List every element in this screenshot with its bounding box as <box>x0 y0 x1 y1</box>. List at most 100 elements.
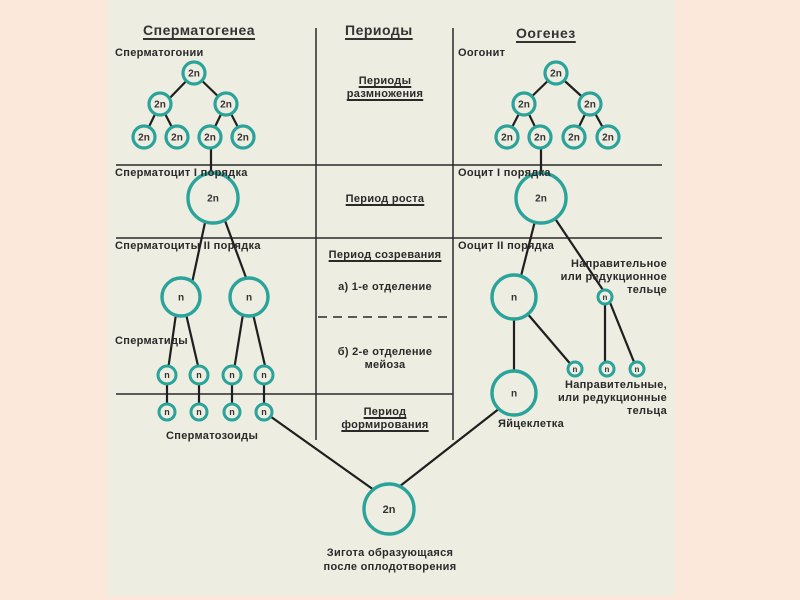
cell-ring <box>490 273 538 321</box>
ploidy-label: 2n <box>188 69 200 80</box>
ploidy-label: n <box>605 365 610 374</box>
period-second-division-line2: мейоза <box>364 359 406 371</box>
cell-ring <box>164 124 190 150</box>
lineage-line <box>190 217 208 284</box>
ploidy-label: n <box>164 407 170 417</box>
ploidy-label: 2n <box>237 133 249 144</box>
cell-ring <box>221 364 243 386</box>
period-second-division-line1: б) 2-е отделение <box>337 346 433 358</box>
spermatogonium: 2n <box>164 124 190 150</box>
cell-ring <box>490 369 538 417</box>
cell-ring <box>598 360 616 378</box>
cell-ring <box>362 482 416 536</box>
polar-body: n <box>598 360 616 378</box>
polar-body: n <box>566 360 584 378</box>
polar-body: n <box>628 360 646 378</box>
oogonium: 2n <box>511 91 537 117</box>
cell-ring <box>577 91 603 117</box>
label-zygote-line1: Зигота образующаяся <box>326 547 454 559</box>
cell-ring <box>131 124 157 150</box>
ploidy-label: 2n <box>550 69 562 80</box>
ploidy-label: 2n <box>220 100 232 111</box>
label-polar-body: Направительное или редукционное тельце <box>540 258 667 297</box>
cell-ring <box>222 402 242 422</box>
cell-ring <box>596 288 614 306</box>
spermatogonium: 2n <box>181 60 207 86</box>
ploidy-label: 2n <box>138 133 150 144</box>
cells: 2n 2n 2n 2n 2n 2n 2n 2n n n n n n n n n n n 2n 2n 2n 2n 2n 2n 2n… <box>131 60 646 536</box>
period-maturation: Период созревания <box>328 249 442 261</box>
lineage-line <box>525 311 574 368</box>
label-spermatocyte-1: Сперматоцит I порядка <box>115 167 248 179</box>
ploidy-label: 2n <box>535 194 547 205</box>
spermatogonium: 2n <box>197 124 223 150</box>
label-zygote: Зигота образующаяся после оплодотворения <box>300 546 480 574</box>
oogonium: 2n <box>577 91 603 117</box>
label-polar-bodies-line1: Направительные, <box>564 379 667 391</box>
ploidy-label: n <box>229 407 235 417</box>
cell-ring <box>527 124 553 150</box>
ploidy-label: n <box>261 407 267 417</box>
spermatid: n <box>221 364 243 386</box>
spermatocyte-2: n <box>228 276 270 318</box>
label-polar-body-line1: Направительное <box>570 258 667 270</box>
label-polar-body-line2: или редукционное <box>560 271 667 283</box>
oogonium: 2n <box>543 60 569 86</box>
ploidy-label: n <box>164 370 170 380</box>
ploidy-label: 2n <box>383 504 396 516</box>
oocyte-2: n <box>490 273 538 321</box>
cell-ring <box>230 124 256 150</box>
label-oocyte-1: Ооцит I порядка <box>458 167 551 179</box>
spermatid: n <box>188 364 210 386</box>
ploidy-label: n <box>573 365 578 374</box>
lineage-line <box>232 313 245 371</box>
spermatogonium: 2n <box>147 91 173 117</box>
period-reproduction: Периоды размножения <box>318 75 452 101</box>
cell-ring <box>511 91 537 117</box>
ploidy-label: 2n <box>154 100 166 111</box>
spermatocyte-2: n <box>160 276 202 318</box>
spermatozoon: n <box>157 402 177 422</box>
cell-ring <box>228 276 270 318</box>
cell-ring <box>156 364 178 386</box>
ploidy-label: n <box>178 293 184 304</box>
lineage-line <box>518 220 537 281</box>
spermatogonium: 2n <box>230 124 256 150</box>
ploidy-label: n <box>196 370 202 380</box>
period-growth: Период роста <box>345 193 425 205</box>
cell-ring <box>628 360 646 378</box>
oogonium: 2n <box>595 124 621 150</box>
ploidy-label: n <box>229 370 235 380</box>
header-oogenesis: Оогенез <box>516 25 576 41</box>
oogonium: 2n <box>527 124 553 150</box>
cell-ring <box>189 402 209 422</box>
ploidy-label: 2n <box>602 133 614 144</box>
ploidy-label: 2n <box>584 100 596 111</box>
label-spermatozoa: Сперматозоиды <box>166 430 259 442</box>
spermatogonium: 2n <box>213 91 239 117</box>
spermatozoon: n <box>189 402 209 422</box>
period-formation-line1: Период <box>363 406 407 418</box>
cell-ring <box>186 171 240 225</box>
ploidy-label: n <box>511 389 517 400</box>
ploidy-label: n <box>196 407 202 417</box>
lineage-line <box>166 313 178 371</box>
period-reproduction-line2: размножения <box>346 88 424 100</box>
ploidy-label: 2n <box>207 194 219 205</box>
cell-ring <box>181 60 207 86</box>
lineage-line <box>555 219 606 294</box>
label-spermatids: Сперматиды <box>115 335 188 347</box>
cell-ring <box>188 364 210 386</box>
cell-ring <box>566 360 584 378</box>
label-spermatogonia: Сперматогонии <box>115 47 204 59</box>
cell-ring <box>595 124 621 150</box>
spermatocyte-1: 2n <box>186 171 240 225</box>
polar-body: n <box>596 288 614 306</box>
label-polar-bodies: Направительные, или редукционные тельца <box>540 379 667 418</box>
egg-cell: n <box>490 369 538 417</box>
ploidy-label: 2n <box>171 133 183 144</box>
period-formation: Период формирования <box>318 406 452 432</box>
spermatozoon: n <box>254 402 274 422</box>
ploidy-label: 2n <box>501 133 513 144</box>
